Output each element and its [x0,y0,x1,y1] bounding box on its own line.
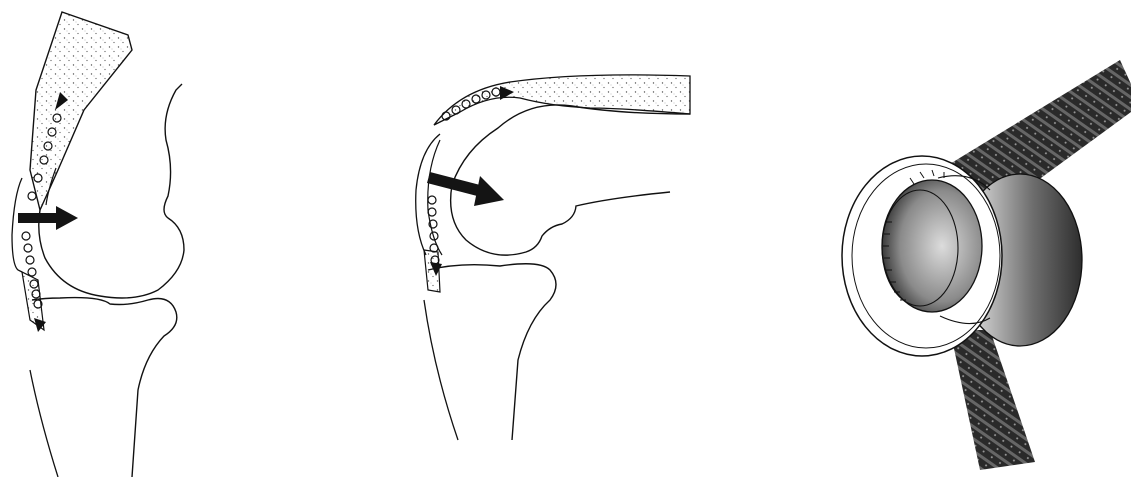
pulley-panel [820,0,1131,477]
femur [451,105,690,255]
force-arrow [427,172,504,206]
knee-flexed-panel [400,0,710,477]
quadriceps-tendon [30,12,132,210]
knee-flexed-illustration [400,0,710,477]
rope-lower [950,330,1035,470]
patella [12,178,22,272]
tibia [428,264,556,440]
force-arrow [18,206,78,230]
pulley-illustration [820,0,1131,477]
knee-extended-illustration [0,0,300,477]
tibia [32,298,177,477]
knee-extended-panel [0,0,300,477]
